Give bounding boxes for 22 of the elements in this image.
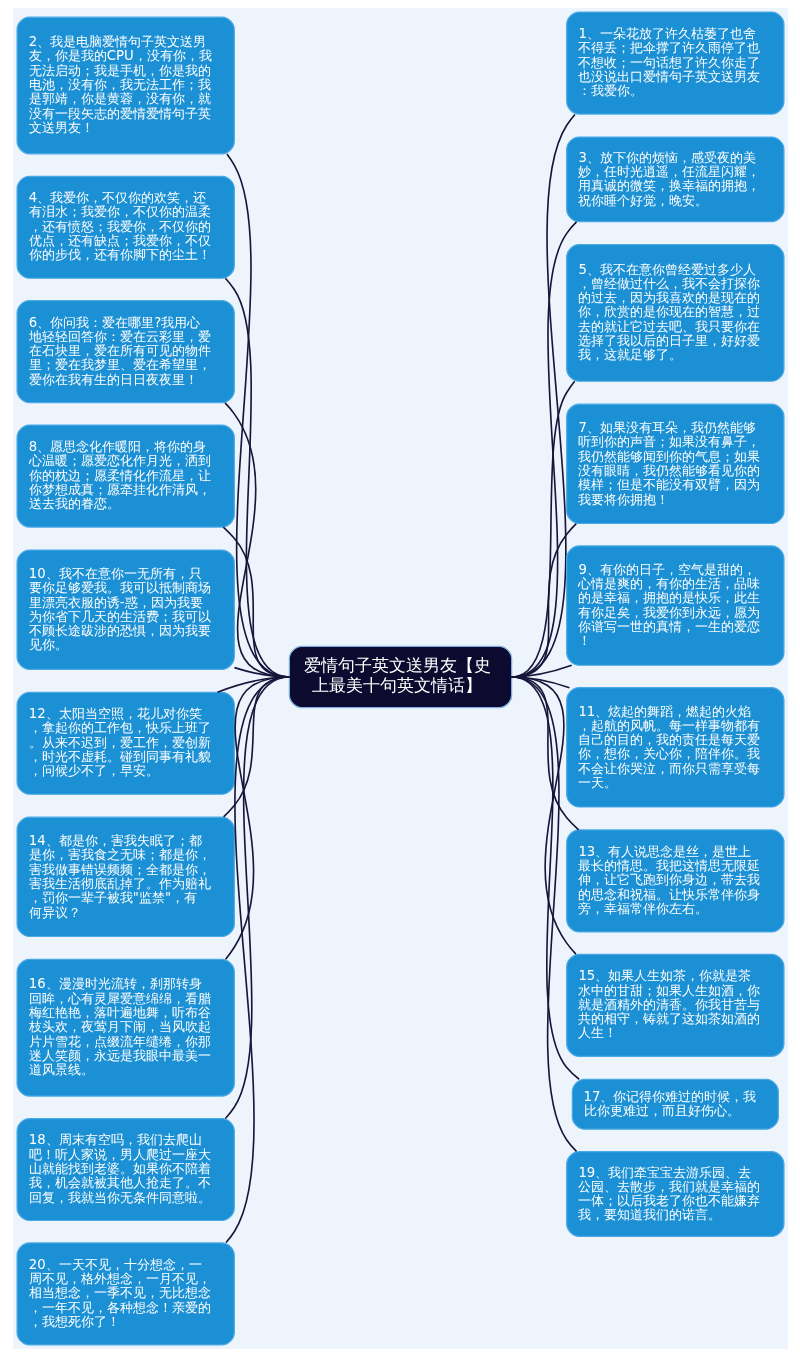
node-box: 7、如果没有耳朵，我仍然能够听到你的声音；如果没有鼻子，我仍然能够闻到你的气息；如果没有眼睛，我仍然能够看见你的模样；但是不能没有双臂，因为我要将你拥抱！: [565, 403, 785, 525]
node-box: 10、我不在意你一无所有，只要你足够爱我。我可以抵制商场里漂亮衣服的诱-惑，因为我要为你省下几天的生活费；我可以不顾长途跋涉的恐惧，因为我要见你。: [15, 549, 235, 670]
node-box: 17、你记得你难过的时候，我比你更难过，而且好伤心。: [571, 1078, 779, 1130]
node-box: 13、有人说思念是丝，是世上最长的情思。我把这情思无限延伸，让它飞跑到你身边，带去我的思念和祝福。让快乐常伴你身旁，幸福常伴你左右。: [565, 829, 785, 933]
node-box: 3、放下你的烦恼，感受夜的美妙，任时光逍遥，任流星闪耀，用真诚的微笑，换幸福的拥抱，祝你睡个好觉，晚安。: [565, 136, 785, 223]
node-box: 1、一朵花放了许久枯萎了也舍不得丢；把伞撑了许久雨停了也不想收；一句话想了许久你走了也没说出口爱情句子英文送男友：我爱你。: [565, 11, 785, 115]
node-box: 5、我不在意你曾经爱过多少人，曾经做过什么，我不会打探你的过去，因为我喜欢的是现在的你，欣赏的是你现在的智慧，过去的就让它过去吧、我只要你在选择了我以后的日子里，好好爱我，这就足够了。: [565, 244, 785, 382]
node-box: 18、周末有空吗，我们去爬山吧！听人家说，男人爬过一座大山就能找到老婆。如果你不陪着我，机会就被其他人抢走了。不回复，我就当你无条件同意啦。: [15, 1117, 235, 1222]
connector: [510, 676, 577, 1153]
node-box: 爱情句子英文送男友【史上最美十句英文情话】: [288, 645, 512, 709]
node-box: 16、漫漫时光流转，刹那转身回眸，心有灵犀爱意绵绵，看腊梅红艳艳，落叶遍地舞，听布谷枝头欢，夜莺月下闹，当风吹起片片雪花，点缀流年缱绻，你那迷人笑颜，永远是我眼中最美一道风景线。: [15, 958, 235, 1097]
node-box: 4、我爱你，不仅你的欢笑，还有泪水；我爱你，不仅你的温柔，还有愤怒；我爱你，不仅你的优点，还有缺点；我爱你，不仅你的步伐，还有你脚下的尘土！: [15, 175, 235, 279]
node-box: 8、愿思念化作暖阳，将你的身心温暖；愿爱恋化作月光，洒到你的枕边；愿柔情化作流星，让你梦想成真；愿牵挂化作清风，送去我的眷恋。: [15, 424, 235, 528]
node-box: 19、我们牵宝宝去游乐园、去公园、去散步，我们就是幸福的一体；以后我老了你也不能嫌弃我，要知道我们的诺言。: [565, 1151, 785, 1237]
node-box: 9、有你的日子，空气是甜的，心情是爽的，有你的生活，品味的是幸福，拥抱的是快乐，此生有你足矣，我爱你到永远，愿为你谱写一世的真情，一生的爱恋！: [565, 545, 785, 666]
node-box: 14、都是你，害我失眠了；都是你，害我食之无味；都是你，害我做事错误频频；全都是你，害我生活彻底乱掉了。作为赔礼，罚你一辈子被我"监禁"，有何异议？: [15, 816, 235, 938]
node-box: 2、我是电脑爱情句子英文送男友，你是我的CPU，没有你，我无法启动；我是手机，你是我的电池，没有你，我无法工作；我是郭靖，你是黄蓉，没有你，就没有一段矢志的爱情爱情句子英文送男友！: [15, 16, 235, 155]
node-box: 11、炫起的舞蹈，燃起的火焰，起航的风帆。每一样事物都有自己的目的，我的责任是每天爱你，想你，关心你，陪伴你。我不会让你哭泣，而你只需享受每一天。: [565, 687, 785, 808]
node-box: 15、如果人生如茶，你就是茶水中的甘甜；如果人生如酒，你就是酒精外的清香。你我甘苦与共的相守，铸就了这如茶如酒的人生！: [565, 953, 785, 1057]
node-box: 12、太阳当空照，花儿对你笑，拿起你的工作包，快乐上班了。从来不迟到，爱工作，爱创新，时光不虚耗。碰到同事有礼貌，问候少不了，早安。: [15, 691, 235, 795]
node-box: 20、一天不见，十分想念，一周不见，格外想念，一月不见，相当想念，一季不见，无比想念，一年不见，各种想念！亲爱的，我想死你了！: [15, 1242, 235, 1346]
node-box: 6、你问我：爱在哪里?我用心地轻轻回答你：爱在云彩里，爱在石块里，爱在所有可见的物件里；爱在我梦里、爱在希望里，爱你在我有生的日日夜夜里！: [15, 300, 235, 404]
